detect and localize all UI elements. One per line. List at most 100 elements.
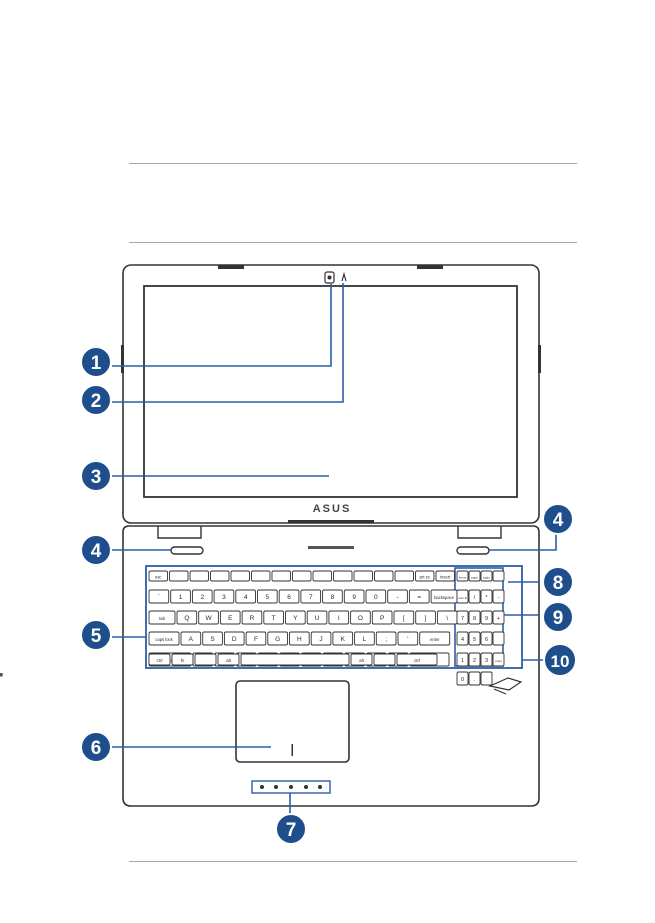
key-row3-4: [245, 631, 267, 646]
key-row0-12: [394, 570, 414, 582]
callout-5-number: 5: [91, 626, 102, 647]
key-row3-11: [397, 631, 419, 646]
keypad-row5-1: [468, 671, 481, 686]
key-row0-2: [189, 570, 209, 582]
wireless-indicator-icon: [304, 785, 308, 789]
key-row5-5: [350, 653, 373, 666]
key-row5-0-label: ctrl: [157, 658, 163, 663]
lock-indicator-icon: [318, 785, 322, 789]
key-row1-4-label: 4: [244, 594, 248, 601]
keypad-row3-0: [456, 631, 469, 646]
keypad-row4-1-label: 2: [473, 658, 476, 664]
keypad-row2-3: [492, 610, 505, 625]
keypad-row4-0: [456, 652, 469, 667]
callout-10: 10: [543, 643, 577, 677]
unused-1-label: fn: [0, 672, 3, 679]
battery-indicator-icon: [274, 785, 278, 789]
key-row1-12: [408, 589, 430, 604]
key-row1-6: [278, 589, 300, 604]
camera-lens: [327, 275, 332, 280]
callout-2: 2: [80, 384, 112, 416]
key-row2-12-label: ]: [425, 615, 427, 622]
callout-4-left-number: 4: [91, 541, 102, 562]
key-row0-3: [210, 570, 230, 582]
key-row2-8-label: I: [338, 615, 340, 622]
callout-1: 1: [80, 346, 112, 378]
callout-6-number: 6: [91, 738, 102, 759]
key-row5-1-label: fn: [181, 658, 185, 663]
lid-hinge-mark-right: [417, 265, 443, 269]
callout-6: 6: [80, 731, 112, 763]
key-row2-11-label: [: [403, 615, 405, 622]
unused-5-label: alt: [0, 673, 3, 678]
key-row3-10: [375, 631, 397, 646]
key-row0-14-label: insert: [440, 575, 451, 580]
key-row1-0-label: `: [158, 594, 160, 601]
callout-5: 5: [80, 619, 112, 651]
key-row1-0: [148, 589, 170, 604]
keypad-row2-1-label: 8: [473, 616, 476, 622]
keypad-row3-1-label: 5: [473, 637, 476, 643]
key-row0-8: [312, 570, 332, 582]
key-row1-1-label: 1: [179, 594, 183, 601]
keypad-row1-2: [480, 589, 493, 604]
callout-3-number: 3: [91, 467, 102, 488]
keypad-row1-1: [468, 589, 481, 604]
keypad-row5-2: [480, 671, 493, 686]
key-row3-2-label: S: [210, 636, 215, 643]
hinge-right: [457, 526, 502, 539]
unused-7-label: ctrl: [0, 673, 3, 678]
key-row3-6-label: H: [297, 636, 302, 643]
speaker-right: [456, 546, 490, 555]
unused-0-label: ctrl: [0, 673, 3, 678]
key-row2-1: [176, 610, 198, 625]
keypad-row4-2-label: 3: [485, 658, 488, 664]
keypad-row0-1-label: pgup: [471, 576, 478, 580]
leader-4-right: [489, 532, 557, 551]
key-row3-0-label: caps lock: [155, 637, 173, 642]
key-row1-3: [213, 589, 235, 604]
power-indicator-icon: [260, 785, 264, 789]
key-row5-7-label: ctrl: [414, 658, 420, 663]
callout-badges: 1 2 3 4 4 5 6 7 8 9 10: [80, 346, 577, 845]
key-row1-9: [343, 589, 365, 604]
callout-4-right-number: 4: [553, 510, 564, 531]
key-row5-3-label: alt: [226, 658, 232, 663]
key-row2-7: [306, 610, 328, 625]
key-row3-3: [223, 631, 245, 646]
keypad-row0-2-label: pgdn: [483, 576, 490, 580]
key-row5-4: [240, 653, 350, 666]
keypad-row3-0-label: 4: [461, 637, 464, 643]
key-row2-2: [198, 610, 219, 625]
key-row2-6-label: Y: [293, 615, 298, 622]
keyboard-area: [145, 565, 523, 669]
keypad-row4-2: [480, 652, 493, 667]
key-row1-1: [170, 589, 191, 604]
callout-4-left: 4: [80, 534, 112, 566]
key-row1-10-label: 0: [374, 594, 378, 601]
key-row2-13-label: \: [446, 615, 448, 622]
key-row2-8: [328, 610, 350, 625]
key-row3-4-label: F: [254, 636, 258, 643]
key-row1-11: [387, 589, 408, 604]
header-rule-top: [129, 163, 577, 164]
unused-3-label: alt: [0, 673, 3, 678]
key-row1-4: [235, 589, 256, 604]
key-row1-6-label: 6: [287, 594, 291, 601]
key-row2-11: [393, 610, 415, 625]
key-row3-6: [289, 631, 310, 646]
drive-indicator-icon: [289, 785, 293, 789]
key-row3-9-label: L: [363, 636, 367, 643]
footer-rule: [129, 861, 577, 862]
key-row5-7: [396, 653, 438, 666]
key-row3-12: [419, 631, 451, 646]
key-row2-5-label: T: [272, 615, 276, 622]
key-row0-11: [374, 570, 394, 582]
key-row2-4-label: R: [250, 615, 255, 622]
speaker-left: [170, 546, 204, 555]
callout-4-right: 4: [542, 503, 574, 535]
keypad-row3-1: [468, 631, 481, 646]
